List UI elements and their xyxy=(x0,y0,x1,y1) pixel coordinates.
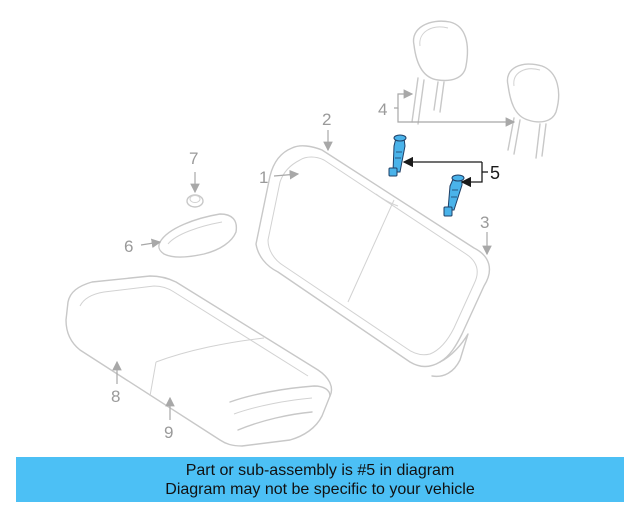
headrest-guide-sleeve-upper xyxy=(388,134,407,177)
callout-1: 1 xyxy=(259,168,268,187)
info-banner: Part or sub-assembly is #5 in diagram Di… xyxy=(16,457,624,502)
callout-5: 5 xyxy=(490,163,500,183)
banner-line-1: Part or sub-assembly is #5 in diagram xyxy=(185,461,455,479)
headrest-guide-sleeve-lower xyxy=(443,174,465,217)
headrest-right xyxy=(506,63,560,159)
callout-7: 7 xyxy=(189,149,198,168)
callout-8: 8 xyxy=(111,387,120,406)
seat-cushion xyxy=(65,275,333,447)
headrest-left xyxy=(411,20,469,125)
banner-line-2: Diagram may not be specific to your vehi… xyxy=(165,480,475,498)
callout-2: 2 xyxy=(322,110,331,129)
leader-lines xyxy=(112,89,516,420)
callout-3: 3 xyxy=(480,213,489,232)
knob xyxy=(186,194,204,208)
callout-4: 4 xyxy=(378,100,387,119)
armrest xyxy=(158,213,238,258)
callout-6: 6 xyxy=(124,237,133,256)
seat-back xyxy=(255,145,491,378)
callout-9: 9 xyxy=(164,423,173,442)
